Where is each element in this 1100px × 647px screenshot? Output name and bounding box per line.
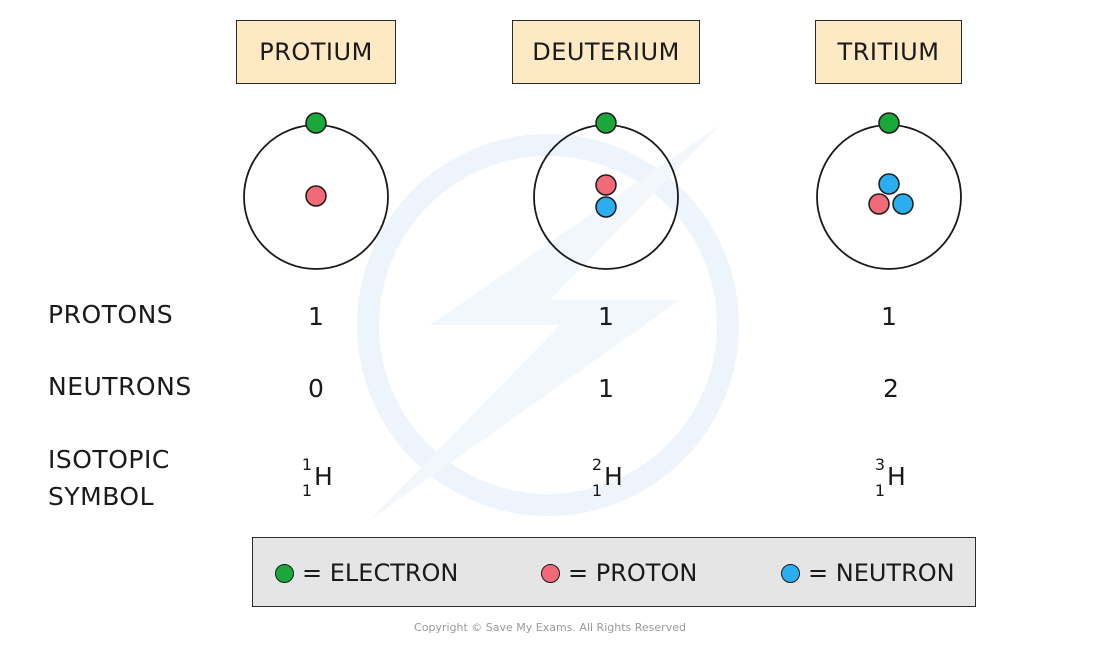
- legend-neutron-label: = NEUTRON: [808, 559, 955, 587]
- protium-isotopic-symbol: 1 1 H: [298, 455, 358, 505]
- row-label-symbol: SYMBOL: [48, 482, 155, 511]
- deuterium-isotopic-symbol: 2 1 H: [588, 455, 648, 505]
- tritium-protons: 1: [881, 302, 897, 331]
- neutron: [878, 173, 900, 195]
- legend-proton-label: = PROTON: [568, 559, 698, 587]
- atomic-number: 1: [591, 481, 602, 500]
- element-symbol: H: [604, 462, 623, 491]
- legend-item-neutron: = NEUTRON: [781, 538, 955, 608]
- mass-number: 2: [591, 455, 602, 474]
- proton: [868, 193, 890, 215]
- neutron-dot-icon: [781, 563, 800, 583]
- neutron: [595, 196, 617, 218]
- electron: [595, 112, 617, 134]
- legend: = ELECTRON = PROTON = NEUTRON: [252, 537, 976, 607]
- electron: [305, 112, 327, 134]
- electron: [878, 112, 900, 134]
- title-deuterium-text: DEUTERIUM: [532, 38, 680, 66]
- deuterium-atom-diagram: [533, 112, 679, 270]
- legend-item-electron: = ELECTRON: [275, 538, 458, 608]
- mass-number: 1: [301, 455, 312, 474]
- deuterium-neutrons: 1: [598, 374, 614, 403]
- title-deuterium: DEUTERIUM: [512, 20, 700, 84]
- tritium-neutrons: 2: [883, 374, 899, 403]
- element-symbol: H: [887, 462, 906, 491]
- atomic-number: 1: [301, 481, 312, 500]
- copyright-notice: Copyright © Save My Exams. All Rights Re…: [414, 621, 686, 634]
- legend-electron-label: = ELECTRON: [302, 559, 459, 587]
- atomic-number: 1: [874, 481, 885, 500]
- proton-dot-icon: [541, 563, 560, 583]
- protium-protons: 1: [308, 302, 324, 331]
- neutron: [892, 193, 914, 215]
- electron-dot-icon: [275, 563, 294, 583]
- proton: [595, 174, 617, 196]
- title-protium: PROTIUM: [236, 20, 396, 84]
- proton: [305, 185, 327, 207]
- title-tritium: TRITIUM: [815, 20, 962, 84]
- element-symbol: H: [314, 462, 333, 491]
- electron-shell: [816, 124, 962, 270]
- title-protium-text: PROTIUM: [259, 38, 373, 66]
- tritium-isotopic-symbol: 3 1 H: [871, 455, 931, 505]
- mass-number: 3: [874, 455, 885, 474]
- title-tritium-text: TRITIUM: [837, 38, 940, 66]
- deuterium-protons: 1: [598, 302, 614, 331]
- protium-neutrons: 0: [308, 374, 324, 403]
- row-label-isotopic: ISOTOPIC: [48, 445, 170, 474]
- row-label-neutrons: NEUTRONS: [48, 372, 192, 401]
- tritium-atom-diagram: [816, 112, 962, 270]
- legend-item-proton: = PROTON: [541, 538, 697, 608]
- row-label-protons: PROTONS: [48, 300, 174, 329]
- protium-atom-diagram: [243, 112, 389, 270]
